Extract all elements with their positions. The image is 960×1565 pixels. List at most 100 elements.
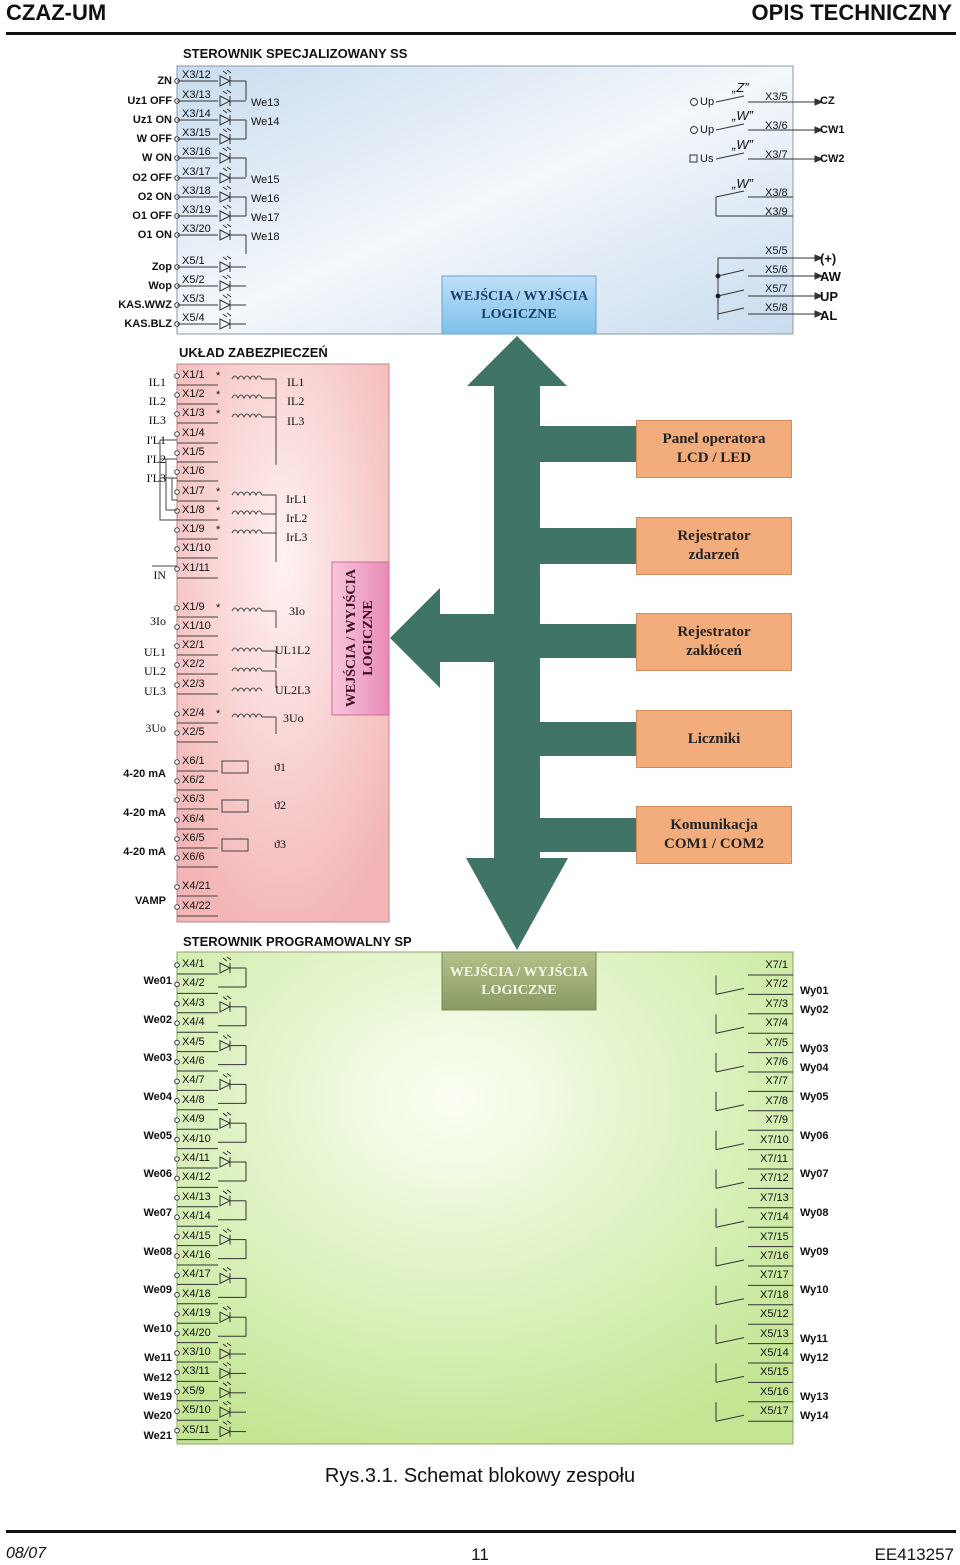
polarity-star: *: [216, 602, 221, 614]
uz-inner-signal: IrL1: [286, 492, 308, 506]
ss-input-signal: O2 OFF: [132, 172, 172, 184]
terminal-dot: [174, 392, 180, 398]
ss-input-signal: W ON: [142, 152, 172, 164]
sp-output-terminal: X7/12: [760, 1172, 789, 1185]
sp-output-terminal: X7/11: [760, 1153, 788, 1165]
module-label: COM1 / COM2: [664, 836, 764, 852]
coil-icon: [231, 713, 263, 719]
sp-output-terminal: X5/13: [760, 1327, 789, 1340]
sp-output-signal: Wy14: [800, 1410, 829, 1422]
uz-wiring: [152, 373, 277, 917]
uz-terminal: X1/7: [182, 485, 205, 497]
terminal-dot: [174, 469, 180, 475]
ss-output-wiring: [689, 95, 824, 320]
ss-input-terminal: X3/15: [182, 127, 211, 139]
module-label: Panel operatora: [662, 431, 766, 447]
light-arrow-icon: [222, 1400, 232, 1406]
sp-output-signal: Wy08: [800, 1207, 829, 1219]
light-arrow-icon: [222, 956, 232, 962]
sp-input-terminal: X4/17: [182, 1268, 211, 1281]
light-arrow-icon: [222, 185, 232, 191]
sp-output-signal: Wy03: [800, 1043, 829, 1055]
light-arrow-icon: [222, 274, 232, 280]
terminal-dot: [174, 1272, 180, 1279]
sp-output-terminal: X5/15: [760, 1366, 789, 1379]
terminal-dot: [174, 962, 180, 968]
uz-terminal: X6/2: [182, 774, 205, 786]
sp-input-terminal: X4/8: [182, 1093, 205, 1106]
terminal-dot: [174, 605, 180, 611]
terminal-dot: [174, 711, 180, 717]
uz-terminal: X1/5: [182, 446, 205, 458]
terminal-dot: [174, 662, 180, 668]
ss-input-terminal: X5/3: [182, 293, 205, 305]
sp-input-terminal: X4/4: [182, 1016, 205, 1029]
wire: [715, 1259, 745, 1267]
sp-output-terminal: X7/10: [760, 1133, 789, 1146]
uz-terminal: X6/1: [182, 755, 205, 767]
ss-input-signal: O1 ON: [137, 229, 172, 241]
uz-terminal: X1/11: [182, 562, 210, 574]
wire: [715, 1065, 745, 1073]
ss-input-signal: KAS.WWZ: [118, 299, 172, 311]
terminal-dot: [174, 1330, 180, 1337]
polarity-star: *: [216, 708, 221, 720]
uz-terminal: X1/6: [182, 465, 205, 477]
sp-input-signal: We07: [143, 1207, 172, 1219]
coil-icon: [231, 647, 263, 653]
sp-output-signal: Wy12: [800, 1352, 829, 1364]
wire: [715, 1181, 745, 1189]
uz-inner-signal: IL1: [287, 375, 305, 389]
sp-input-terminal: X5/9: [182, 1384, 205, 1397]
uz-terminal: X1/9: [182, 601, 205, 613]
uz-terminal: X6/4: [182, 813, 205, 825]
resistor-icon: [221, 838, 249, 852]
terminal-dot: [174, 1175, 180, 1182]
sp-input-terminal: X4/18: [182, 1287, 211, 1300]
sp-wiring: [174, 956, 793, 1441]
ss-output-terminal: X3/8: [765, 187, 788, 199]
terminal-dot: [174, 1001, 180, 1007]
coil-icon: [231, 529, 263, 535]
terminal-dot: [174, 1350, 180, 1356]
uz-inner-signal: ϑ2: [274, 798, 286, 812]
sp-input-terminal: X4/11: [182, 1152, 210, 1164]
terminal-dot: [174, 1214, 180, 1220]
ss-input-terminal: X3/13: [182, 89, 211, 101]
sp-input-signal: We08: [143, 1246, 172, 1258]
sp-output-terminal: X7/18: [760, 1288, 789, 1301]
terminal-dot: [174, 489, 180, 495]
light-arrow-icon: [222, 293, 232, 299]
uz-inner-signal: UL1L2: [275, 643, 311, 657]
sp-input-terminal: X4/9: [182, 1113, 205, 1126]
sp-input-terminal: X3/10: [182, 1346, 211, 1358]
sp-input-terminal: X3/11: [182, 1365, 210, 1378]
terminal-dot: [174, 624, 180, 630]
sp-input-terminal: X4/14: [182, 1210, 211, 1223]
module-label: Liczniki: [687, 730, 741, 747]
wire: [715, 987, 745, 995]
terminal-dot: [174, 1233, 180, 1240]
sp-input-signal: We20: [143, 1410, 172, 1422]
ss-input-terminal: X5/1: [182, 255, 205, 267]
terminal-dot: [174, 759, 180, 765]
light-arrow-icon: [222, 204, 232, 210]
wire: [715, 1337, 745, 1345]
ss-input-terminal: X3/19: [182, 204, 211, 216]
ss-input-signal: O1 OFF: [132, 210, 172, 222]
ss-output-signal: CZ: [820, 95, 835, 107]
terminal-dot: [174, 682, 180, 688]
uz-inner-signal: IrL3: [286, 530, 308, 544]
bus-arrows: [390, 336, 636, 950]
uz-input-signal: VAMP: [135, 895, 166, 907]
ss-output-signal: (+): [820, 251, 837, 266]
ss-input-signal: KAS.BLZ: [124, 318, 172, 330]
footer-page: 11: [471, 1545, 489, 1564]
terminal-dot: [174, 1195, 180, 1201]
uz-terminal: X2/2: [182, 658, 205, 670]
sp-input-terminal: X4/2: [182, 977, 205, 990]
footer-rule: [6, 1530, 956, 1533]
sp-output-terminal: X7/6: [765, 1056, 788, 1068]
